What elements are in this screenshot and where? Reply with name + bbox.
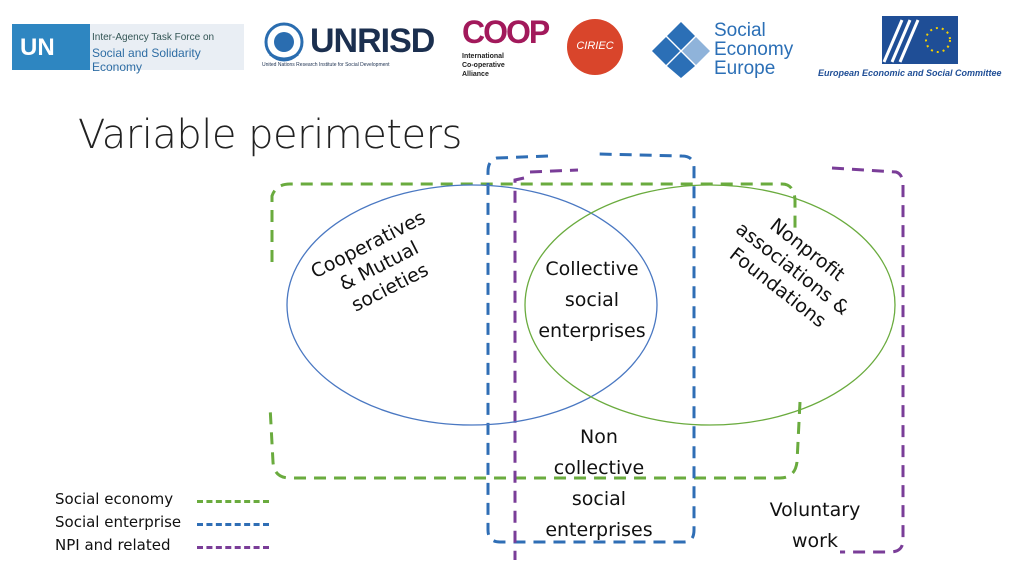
- noncollective-label-line1: Non: [580, 426, 618, 448]
- legend-label: NPI and related: [55, 536, 171, 554]
- slide-title: Variable perimeters: [78, 112, 462, 158]
- legend-swatch-green: [197, 500, 269, 503]
- collective-label-line1: Collective: [545, 258, 638, 280]
- unrisd-logo: UNRISD United Nations Research Institute…: [262, 20, 442, 72]
- voluntary-label-line2: work: [792, 530, 838, 552]
- noncollective-label-line3: social: [572, 488, 626, 510]
- legend-item-social-economy: Social economy: [55, 490, 269, 513]
- ica-line2: Co-operative: [462, 62, 505, 69]
- ica-line3: Alliance: [462, 71, 489, 78]
- un-emblem-icon: [264, 22, 304, 62]
- ciriec-logo: CIRIEC: [567, 19, 623, 75]
- legend-label: Social enterprise: [55, 513, 182, 531]
- see-line2: Economy: [714, 39, 794, 60]
- unrisd-wordmark: UNRISD: [310, 22, 435, 60]
- ica-logo: COOP International Co-operative Alliance: [462, 14, 554, 82]
- legend-label: Social economy: [55, 490, 174, 508]
- social-economy-perimeter: [268, 182, 802, 480]
- nonprofit-circle: [524, 184, 896, 426]
- legend-item-npi: NPI and related: [55, 536, 269, 559]
- logo-bar: UN Inter-Agency Task Force on Social and…: [0, 0, 1024, 100]
- unrisd-subtitle: United Nations Research Institute for So…: [262, 62, 390, 68]
- noncollective-label-line2: collective: [554, 457, 644, 479]
- see-line1: Social: [714, 20, 766, 41]
- coop-wordmark: COOP: [462, 14, 550, 50]
- diamond-mark-icon: [652, 22, 710, 78]
- cooperatives-circle: [286, 184, 658, 426]
- un-taskforce-line2: Social and Solidarity Economy: [92, 46, 201, 74]
- voluntary-label-line1: Voluntary: [770, 499, 861, 521]
- see-line3: Europe: [714, 58, 776, 79]
- un-mark: UN: [20, 34, 55, 61]
- eesc-name: European Economic and Social Committee: [818, 68, 1002, 78]
- legend-swatch-purple: [197, 546, 269, 549]
- legend-swatch-blue: [197, 523, 269, 526]
- legend-item-social-enterprise: Social enterprise: [55, 513, 269, 536]
- un-taskforce-line1: Inter-Agency Task Force on: [92, 32, 215, 43]
- noncollective-label-line4: enterprises: [545, 519, 652, 541]
- un-taskforce-logo: UN Inter-Agency Task Force on Social and…: [12, 24, 244, 74]
- ica-line1: International: [462, 53, 505, 60]
- ciriec-wordmark: CIRIEC: [576, 40, 614, 52]
- social-economy-europe-logo: Social Economy Europe: [652, 20, 807, 80]
- social-enterprise-perimeter: [486, 152, 696, 544]
- eu-flag-icon: [882, 16, 958, 64]
- eesc-logo: European Economic and Social Committee: [818, 16, 1022, 82]
- collective-label-line2: social: [565, 289, 619, 311]
- collective-label-line3: enterprises: [538, 320, 645, 342]
- npi-perimeter: [513, 166, 905, 560]
- legend: Social economy Social enterprise NPI and…: [55, 490, 269, 559]
